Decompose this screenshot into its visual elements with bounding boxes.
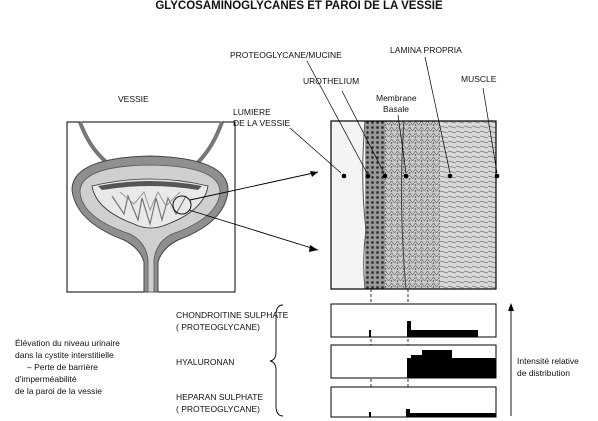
label-urothelium: UROTHELIUM xyxy=(303,76,359,86)
left-note-line5: de la paroi de la vessie xyxy=(15,386,102,396)
label-lumiere-line2: DE LA VESSIE xyxy=(233,118,290,128)
axis-label-line2: de distribution xyxy=(517,368,570,378)
left-note-line4: d'imperméabilité xyxy=(15,374,77,384)
left-note-line1: Élévation du niveau urinaire xyxy=(15,338,120,348)
label-membrane-line2: Basale xyxy=(383,104,409,114)
label-lumiere-line1: LUMIERE xyxy=(233,107,271,117)
row-heparan-line1: HEPARAN SULPHATE xyxy=(176,392,263,402)
bladder-illustration xyxy=(67,122,235,292)
label-vessie: VESSIE xyxy=(118,94,149,104)
left-note-line3: – Perte de barrière xyxy=(27,362,98,372)
label-membrane-line1: Membrane xyxy=(376,93,417,103)
left-note-line2: dans la cystite interstitielle xyxy=(15,350,114,360)
row-heparan-line2: ( PROTEOGLYCANE) xyxy=(176,404,260,414)
tissue-micrograph xyxy=(331,121,499,289)
brace xyxy=(270,305,283,416)
row-hyaluronan-line1: HYALURONAN xyxy=(176,357,234,367)
axis-label-line1: Intensité relative xyxy=(517,356,579,366)
intensity-arrow-head xyxy=(508,303,514,311)
label-muscle: MUSCLE xyxy=(461,74,496,84)
label-proteoglycane: PROTEOGLYCANE/MUCINE xyxy=(230,50,342,60)
label-lamina-propria: LAMINA PROPRIA xyxy=(390,45,462,55)
row-chondroitine-line2: ( PROTEOGLYCANE) xyxy=(176,322,260,332)
row-chondroitine-line1: CHONDROITINE SULPHATE xyxy=(176,310,288,320)
